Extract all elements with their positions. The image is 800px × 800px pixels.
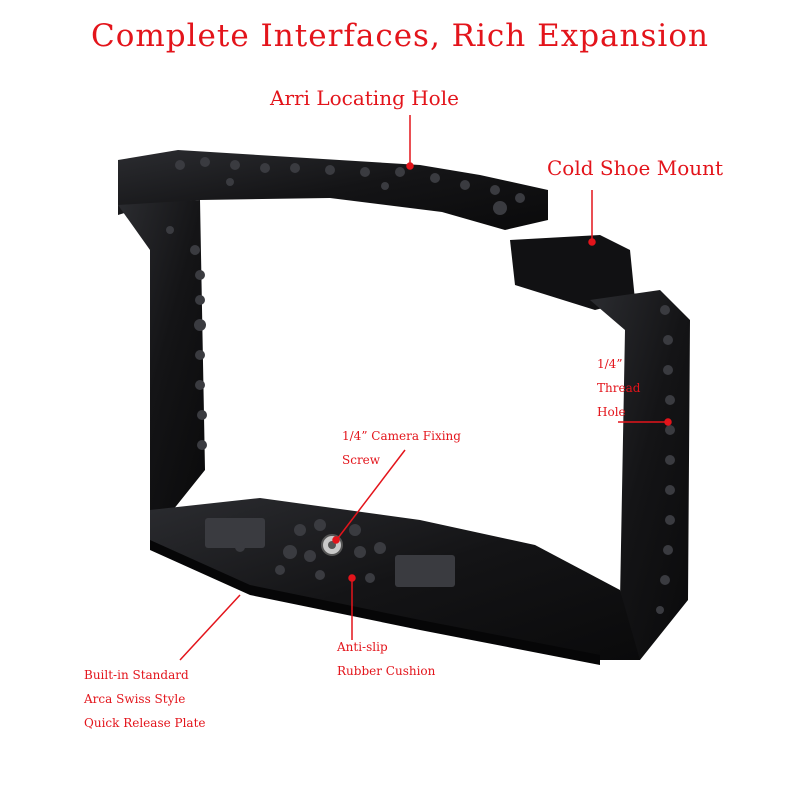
arca-callout-line bbox=[179, 594, 241, 661]
page-title: Complete Interfaces, Rich Expansion bbox=[91, 18, 709, 54]
cold-shoe-block bbox=[510, 235, 635, 310]
cage-top-bar bbox=[118, 150, 548, 230]
arca-swiss-label: Built-in Standard Arca Swiss Style Quick… bbox=[84, 663, 206, 735]
thread-hole-line-3: Hole bbox=[597, 405, 626, 419]
anti-slip-line-1: Anti-slip bbox=[337, 640, 388, 654]
thread-hole-line-1: 1/4” bbox=[597, 357, 623, 371]
camera-screw-callout-line bbox=[337, 449, 406, 539]
cage-left-upright bbox=[118, 200, 205, 520]
arca-line-3: Quick Release Plate bbox=[84, 716, 206, 730]
camera-screw-line-1: 1/4” Camera Fixing bbox=[342, 429, 461, 443]
arca-line-2: Arca Swiss Style bbox=[84, 692, 186, 706]
thread-hole-line-2: Thread bbox=[597, 381, 641, 395]
arca-line-1: Built-in Standard bbox=[84, 668, 189, 682]
cold-shoe-mount-label: Cold Shoe Mount bbox=[547, 156, 724, 180]
anti-slip-line-2: Rubber Cushion bbox=[337, 664, 436, 678]
cage-right-upright bbox=[590, 290, 690, 660]
thread-hole-label: 1/4” Thread Hole bbox=[597, 352, 640, 424]
arri-locating-hole-label: Arri Locating Hole bbox=[270, 86, 459, 110]
anti-slip-label: Anti-slip Rubber Cushion bbox=[337, 635, 435, 683]
camera-screw-line-2: Screw bbox=[342, 453, 381, 467]
camera-screw-label: 1/4” Camera Fixing Screw bbox=[342, 424, 461, 472]
